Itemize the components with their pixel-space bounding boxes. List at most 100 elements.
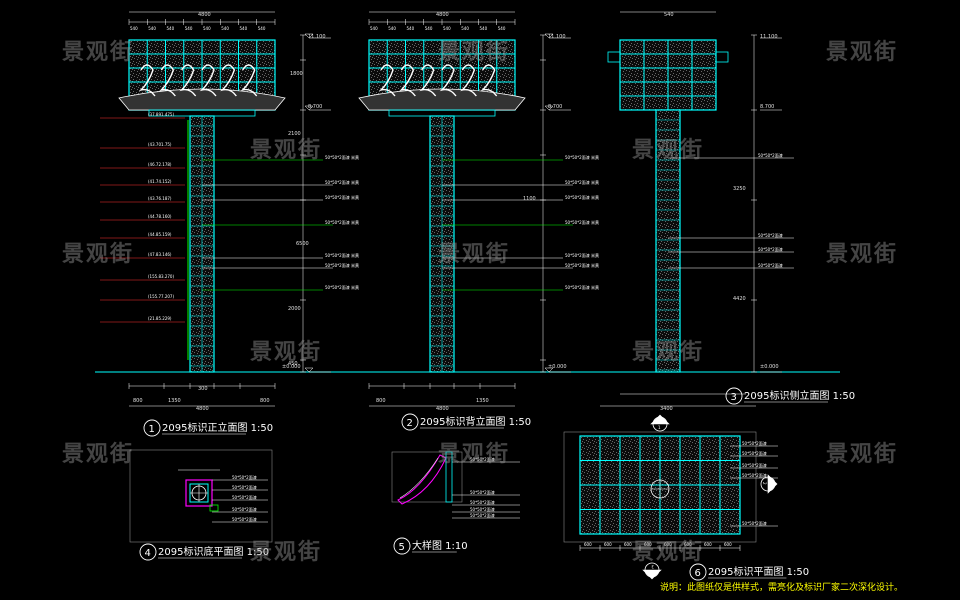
segment-label: 540 [258, 26, 266, 31]
side-dim-c: 6500 [296, 241, 309, 247]
leader-note: 50*50*2面漆 米黄 [325, 154, 359, 160]
bottom-dim-side-total: 3400 [660, 406, 673, 412]
view-title: 2095标识平面图 1:50 [708, 566, 809, 578]
plan6-leader-note: 50*50*2面漆 [742, 440, 767, 446]
watermark-10: 景观街 [632, 340, 705, 365]
view-number: 5 [399, 542, 405, 553]
overall-dim-1: 4800 [198, 12, 211, 18]
segment-label: 540 [407, 26, 415, 31]
leader-note: 50*50*2面漆 米黄 [565, 154, 599, 160]
detail-note: 50*50*2面漆 [470, 499, 495, 505]
level-triangle [544, 367, 554, 373]
segment-label: 540 [167, 26, 175, 31]
watermark-13: 景观街 [826, 442, 899, 467]
logo-glyph [240, 64, 258, 97]
logo-glyph [399, 64, 416, 97]
leader-note: 50*50*2面漆 米黄 [565, 252, 599, 258]
plan6-leader-note: 50*50*2面漆 [742, 472, 767, 478]
segment-label: 540 [443, 26, 451, 31]
bottom-dim-inner-1: 300 [198, 386, 208, 392]
view-number-circle [143, 419, 161, 437]
segment-label: 540 [221, 26, 229, 31]
segment-label: 540 [130, 26, 138, 31]
leader-note: 50*50*2面漆 米黄 [565, 194, 599, 200]
level-triangle [544, 105, 554, 111]
detail-frame [391, 451, 463, 503]
side-dim-e: 450 [288, 361, 298, 367]
watermark-6: 景观街 [62, 242, 135, 267]
logo-glyph [419, 64, 437, 97]
design-note: 说明：此图纸仅是供样式，需亮化及标识厂家二次深化设计。 [660, 581, 903, 593]
view-number: 3 [731, 392, 737, 403]
plan4-marker [209, 504, 219, 512]
detail-note: 50*50*2面漆 [470, 506, 495, 512]
view-title: 2095标识正立面图 1:50 [162, 421, 273, 434]
logo-glyph [159, 64, 176, 97]
leader-note: 50*50*2面漆 米黄 [325, 179, 359, 185]
section-mark-arrow [650, 414, 670, 425]
bottom-dim-right-1: 800 [260, 398, 270, 404]
segment-label: 540 [203, 26, 211, 31]
plan4-leader-note: 50*50*2面漆 [232, 484, 257, 490]
elevation-label: (47.83.146) [148, 252, 172, 257]
level-ground-2: ±0.000 [548, 364, 567, 370]
plan6-dim-label: 600 [664, 542, 672, 547]
watermark-2: 景观街 [250, 138, 323, 163]
elevation-label: (46.72.178) [148, 162, 172, 167]
elevation-label: (44.78.160) [148, 214, 172, 219]
leader-note: 50*50*2面漆 米黄 [325, 252, 359, 258]
level-mid-1: 8.700 [308, 104, 322, 110]
watermark-12: 景观街 [438, 442, 511, 467]
level-triangle [544, 33, 554, 39]
logo-glyph [460, 64, 477, 97]
bottom-dim-mid-2: 1350 [476, 398, 489, 404]
plan6-dim-label: 600 [684, 542, 692, 547]
segment-label: 540 [480, 26, 488, 31]
logo-glyph [179, 64, 197, 97]
panel-base-band [388, 109, 496, 117]
logo-glyph [199, 64, 217, 97]
view-title: 2095标识底平面图 1:50 [158, 545, 269, 558]
plan6-leader-note: 50*50*2面漆 [742, 462, 767, 468]
detail-note: 50*50*2面漆 [470, 456, 495, 462]
logo-glyph [439, 64, 457, 97]
overall-dim-3: 540 [664, 12, 674, 18]
level-mid-3: 8.700 [760, 104, 774, 110]
leader-note: 50*50*2面漆 米黄 [565, 262, 599, 268]
logo-glyph [378, 64, 396, 97]
watermark-15: 景观街 [632, 540, 705, 565]
watermark-5: 景观街 [826, 40, 899, 65]
view-number: 1 [149, 424, 155, 435]
side-dim-h: 4420 [733, 296, 746, 302]
elevation-label: (155.83.270) [148, 274, 174, 279]
side-leader-note: 50*50*2面漆 [758, 246, 783, 252]
bottom-dim-base-2: 4800 [436, 406, 449, 412]
detail-post [445, 451, 453, 503]
watermark-14: 景观街 [250, 540, 323, 565]
level-top-2: 11.100 [548, 34, 566, 40]
leader-note: 50*50*2面漆 米黄 [325, 284, 359, 290]
plan6-leader-note: 50*50*2面漆 [742, 450, 767, 456]
watermark-11: 景观街 [62, 442, 135, 467]
segment-label: 540 [498, 26, 506, 31]
side-dim-g: 3250 [733, 186, 746, 192]
side-column [655, 109, 681, 373]
logo-glyph [220, 64, 237, 97]
bottom-plan: 50*50*2面漆50*50*2面漆50*50*2面漆50*50*2面漆50*5… [129, 449, 273, 543]
view-number: 6 [695, 568, 701, 579]
view-title: 2095标识背立面图 1:50 [420, 415, 531, 428]
overall-dim-2: 4800 [436, 12, 449, 18]
view-number: 2 [407, 418, 413, 429]
leader-note: 50*50*2面漆 米黄 [565, 219, 599, 225]
section-mark-b: 2 [760, 474, 778, 494]
section-mark-label: 1 [658, 425, 661, 430]
bottom-dim-left-2: 800 [376, 398, 386, 404]
side-cap-right [715, 51, 729, 63]
detail-note: 50*50*2面漆 [470, 512, 495, 518]
watermark-9: 景观街 [250, 340, 323, 365]
plan4-frame [129, 449, 273, 543]
watermark-4: 景观街 [632, 138, 705, 163]
